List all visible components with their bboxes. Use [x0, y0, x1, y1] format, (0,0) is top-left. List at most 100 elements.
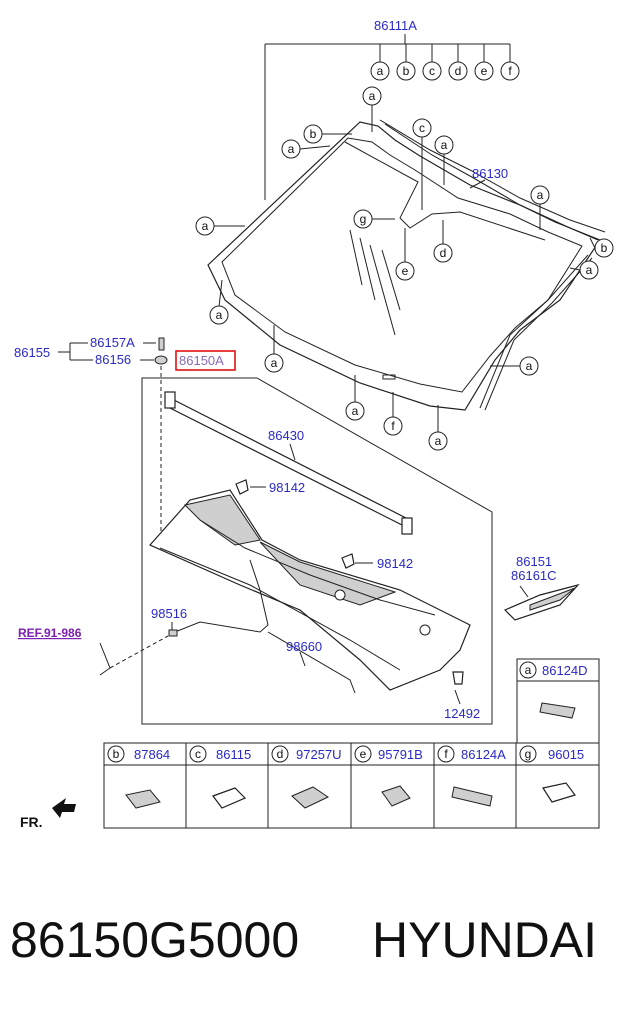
legend-item-96015[interactable]: g 96015	[519, 745, 584, 803]
svg-text:d: d	[277, 747, 284, 761]
part-label-86430[interactable]: 86430	[268, 428, 304, 443]
callout-a-right-lower[interactable]: a	[579, 260, 599, 280]
svg-text:a: a	[435, 434, 442, 448]
svg-text:f: f	[391, 419, 395, 433]
svg-text:b: b	[601, 241, 608, 255]
highlight-box-86150A	[175, 350, 236, 371]
legend-item-87864[interactable]: b 87864	[107, 745, 170, 809]
part-label-86161C[interactable]: 86161C	[511, 568, 557, 583]
part-label-98142-upper[interactable]: 98142	[269, 480, 305, 495]
svg-text:a: a	[216, 308, 223, 322]
callout-c-center[interactable]: c	[412, 118, 432, 138]
callout-a-right-top[interactable]: a	[434, 135, 454, 155]
clip-98142-lower-icon	[341, 553, 355, 569]
svg-text:e: e	[402, 264, 409, 278]
reference-link-91-986[interactable]: REF.91-986	[18, 626, 82, 640]
svg-text:a: a	[352, 404, 359, 418]
callout-a-left-upper[interactable]: a	[281, 139, 301, 159]
part-label-86157A[interactable]: 86157A	[90, 335, 135, 350]
callout-a-top[interactable]: a	[362, 86, 382, 106]
svg-text:e: e	[481, 64, 488, 78]
callout-a-left-lower[interactable]: a	[209, 305, 229, 325]
callout-b-left[interactable]: b	[303, 124, 323, 144]
part-label-98660[interactable]: 98660	[286, 639, 322, 654]
svg-text:d: d	[440, 246, 447, 260]
svg-text:a: a	[377, 64, 384, 78]
part-label-86130[interactable]: 86130	[472, 166, 508, 181]
front-direction-label: FR.	[20, 814, 43, 830]
legend-item-97257U[interactable]: d 97257U	[271, 745, 342, 809]
weatherstrip-86430[interactable]	[164, 391, 413, 535]
callout-a-bottom-right2[interactable]: a	[428, 431, 448, 451]
callout-g-center[interactable]: g	[353, 209, 373, 229]
bolt-12492-icon	[452, 671, 464, 685]
callout-e-center[interactable]: e	[395, 261, 415, 281]
svg-text:f: f	[508, 64, 512, 78]
svg-text:86124D: 86124D	[542, 663, 588, 678]
clip-98142-upper-icon	[235, 479, 249, 495]
part-label-86111A[interactable]: 86111A	[374, 18, 417, 33]
svg-text:95791B: 95791B	[378, 747, 423, 762]
svg-text:97257U: 97257U	[296, 747, 342, 762]
callout-a-right-mid[interactable]: a	[530, 185, 550, 205]
svg-text:g: g	[360, 212, 367, 226]
parts-diagram: 86111A a b c d e f 86130 a b	[14, 18, 614, 830]
callout-b-right[interactable]: b	[594, 238, 614, 258]
svg-text:c: c	[429, 64, 435, 78]
svg-text:b: b	[310, 127, 317, 141]
callout-d-header[interactable]: d	[448, 61, 468, 81]
svg-text:a: a	[441, 138, 448, 152]
part-label-98142-lower[interactable]: 98142	[377, 556, 413, 571]
callout-a-bottom-center[interactable]: a	[345, 401, 365, 421]
part-label-86156[interactable]: 86156	[95, 352, 131, 367]
callout-e-header[interactable]: e	[474, 61, 494, 81]
svg-text:86124A: 86124A	[461, 747, 506, 762]
callout-group-windshield: a b a c a a g e d a a b a a a a f a	[195, 86, 614, 451]
grommet-86156-icon	[154, 355, 168, 365]
legend-item-86124D[interactable]: a 86124D	[516, 658, 600, 745]
svg-text:a: a	[271, 356, 278, 370]
svg-text:g: g	[525, 747, 532, 761]
svg-text:a: a	[369, 89, 376, 103]
cowl-top-cover-panel[interactable]	[149, 489, 471, 691]
svg-text:a: a	[202, 219, 209, 233]
svg-text:a: a	[525, 663, 532, 677]
part-label-86151[interactable]: 86151	[516, 554, 552, 569]
front-arrow-icon	[52, 798, 76, 818]
svg-text:c: c	[419, 121, 425, 135]
callout-f-bottom[interactable]: f	[383, 416, 403, 436]
svg-text:96015: 96015	[548, 747, 584, 762]
footer-brand: HYUNDAI	[372, 912, 598, 968]
legend-item-86124A[interactable]: f 86124A	[437, 745, 506, 807]
svg-text:d: d	[455, 64, 462, 78]
svg-text:a: a	[526, 359, 533, 373]
svg-text:86115: 86115	[216, 747, 251, 762]
washer-hose-98660[interactable]	[174, 559, 269, 633]
callout-a-bottom-left[interactable]: a	[264, 353, 284, 373]
svg-text:c: c	[195, 747, 201, 761]
svg-text:f: f	[444, 747, 448, 761]
part-label-12492[interactable]: 12492	[444, 706, 480, 721]
svg-text:a: a	[537, 188, 544, 202]
callout-b-header[interactable]: b	[396, 61, 416, 81]
legend-item-86115[interactable]: c 86115	[189, 745, 251, 809]
callout-a-bottom-right[interactable]: a	[519, 356, 539, 376]
callout-a-left[interactable]: a	[195, 216, 215, 236]
part-label-98516[interactable]: 98516	[151, 606, 187, 621]
part-label-86155[interactable]: 86155	[14, 345, 50, 360]
svg-text:b: b	[403, 64, 410, 78]
connector-98516-icon	[168, 629, 178, 637]
callout-d-center[interactable]: d	[433, 243, 453, 263]
svg-text:a: a	[586, 263, 593, 277]
footer-bar: 86150G5000 HYUNDAI	[0, 900, 629, 980]
cowl-side-cover-86151-icon	[503, 583, 580, 621]
callout-f-header[interactable]: f	[500, 61, 520, 81]
callout-a-header[interactable]: a	[370, 61, 390, 81]
callout-c-header[interactable]: c	[422, 61, 442, 81]
clip-86157A-icon	[158, 337, 165, 351]
svg-text:a: a	[288, 142, 295, 156]
part-label-86150A[interactable]: 86150A	[179, 353, 224, 368]
callout-row-header: a b c d e f	[370, 61, 520, 81]
svg-text:e: e	[360, 747, 367, 761]
legend-item-95791B[interactable]: e 95791B	[354, 745, 423, 807]
